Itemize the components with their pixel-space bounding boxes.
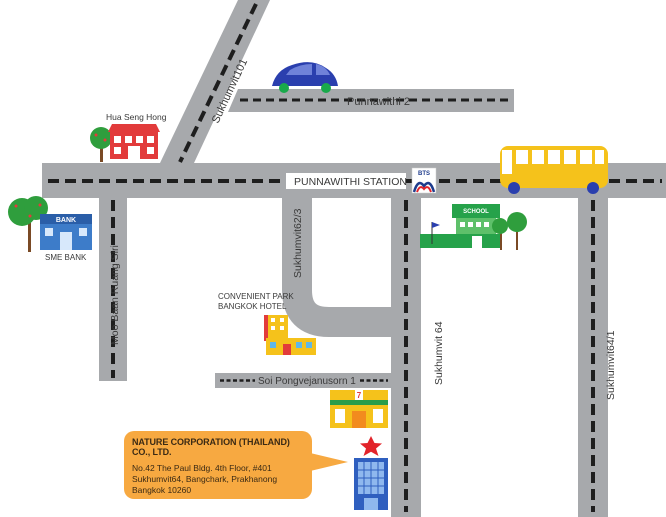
- label-soi-pong: Soi Pongvejanusorn 1: [258, 376, 356, 387]
- road-sukhumvit62-3: [282, 198, 398, 337]
- hotel-building-icon: [264, 315, 316, 355]
- label-sukhumvit62-3: Sukhumvit62/3: [292, 208, 304, 278]
- station-label-box: [286, 173, 406, 189]
- tree-icon: [492, 212, 527, 250]
- road-sukhumvit101-dash: [178, 3, 258, 163]
- restaurant-building-icon: [108, 124, 160, 159]
- office-tower-icon: [354, 458, 388, 510]
- road-soi-pong: [215, 373, 391, 388]
- bank-building-icon: BANK: [40, 214, 92, 250]
- address-line-3: Bangkok 10260: [132, 485, 192, 495]
- callout-pointer: [306, 452, 348, 472]
- bus-icon: [500, 146, 608, 194]
- convenience-store-icon: 7: [330, 390, 388, 428]
- label-sme-bank: SME BANK: [45, 253, 87, 262]
- address-line-2: Sukhumvit64, Bangchark, Prakhanong: [132, 474, 278, 484]
- svg-text:7: 7: [357, 391, 362, 400]
- flag-icon: [431, 222, 440, 244]
- company-name: NATURE CORPORATION (THAILAND) CO., LTD.: [132, 437, 290, 457]
- label-hua-seng-hong: Hua Seng Hong: [106, 112, 167, 122]
- label-sukhumvit64: Sukhumvit 64: [433, 321, 445, 385]
- svg-text:BTS: BTS: [418, 171, 430, 177]
- svg-text:SCHOOL: SCHOOL: [463, 209, 489, 215]
- label-hotel-line1: CONVENIENT PARK: [218, 292, 294, 301]
- school-building-icon: SCHOOL: [420, 204, 500, 248]
- svg-text:BANK: BANK: [56, 217, 76, 224]
- star-icon: [360, 436, 382, 456]
- road-sukhumvit101: [160, 0, 270, 163]
- car-icon: [272, 62, 338, 93]
- bts-logo-icon: BTS: [411, 167, 437, 194]
- label-hotel-line2: BANGKOK HOTEL: [218, 302, 287, 311]
- label-moo-baan: Moo Baan Ruang Siri: [109, 245, 121, 345]
- address-line-1: No.42 The Paul Bldg. 4th Floor, #401: [132, 463, 272, 473]
- address-callout: NATURE CORPORATION (THAILAND) CO., LTD. …: [124, 431, 312, 499]
- label-punnawithi-station: PUNNAWITHI STATION: [294, 176, 407, 188]
- label-punnawithi2: Punnawithi 2: [347, 96, 410, 108]
- label-sukhumvit64-1: Sukhumvit64/1: [605, 330, 617, 400]
- tree-icon: [90, 127, 112, 162]
